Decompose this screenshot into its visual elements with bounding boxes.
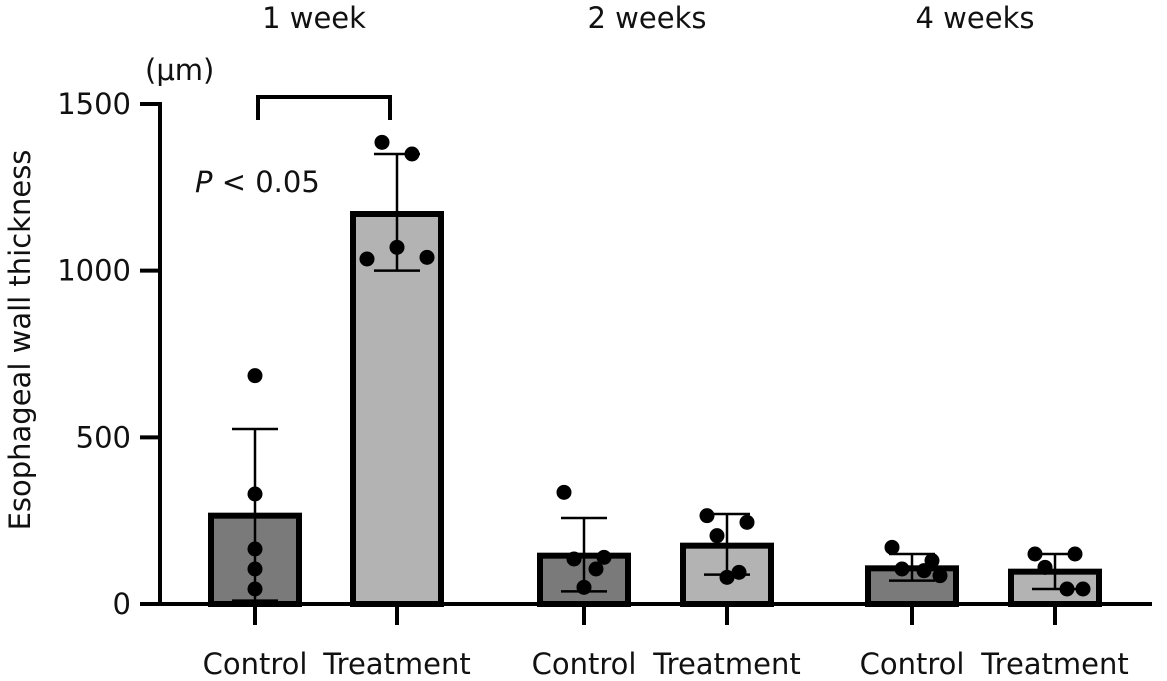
y-axis-label: Esophageal wall thickness xyxy=(3,150,37,531)
data-point-2-weeks-treatment xyxy=(699,508,715,524)
y-axis-unit: (μm) xyxy=(145,53,214,87)
significance-bracket xyxy=(256,95,392,120)
bar-4-weeks-control xyxy=(865,565,959,607)
p-threshold: < 0.05 xyxy=(213,165,320,199)
axes-layer xyxy=(140,102,1152,625)
data-point-4-weeks-treatment xyxy=(1037,559,1053,575)
data-point-2-weeks-control xyxy=(588,561,604,577)
data-point-4-weeks-control xyxy=(894,561,910,577)
data-point-2-weeks-control xyxy=(566,551,582,567)
y-tick-label-1500: 1500 xyxy=(57,87,131,121)
data-point-4-weeks-control xyxy=(916,563,932,579)
data-point-1-week-control xyxy=(247,541,263,557)
data-point-2-weeks-treatment xyxy=(719,569,735,585)
labels-layer: Control Treatment Control Treatment Control T… xyxy=(57,87,1129,681)
data-point-1-week-treatment xyxy=(404,146,420,162)
data-point-2-weeks-treatment xyxy=(739,514,755,530)
data-point-1-week-treatment xyxy=(374,134,390,150)
x-tick-label-1-week-control: Control xyxy=(203,647,308,681)
data-point-1-week-control xyxy=(247,368,263,384)
bars-layer xyxy=(208,211,1102,608)
data-point-2-weeks-control xyxy=(596,549,612,565)
x-tick-label-4-weeks-control: Control xyxy=(860,647,965,681)
data-point-2-weeks-treatment xyxy=(709,528,725,544)
data-point-1-week-control xyxy=(247,581,263,597)
p-symbol: P xyxy=(195,165,213,199)
x-tick-label-2-weeks-control: Control xyxy=(532,647,637,681)
y-tick-label-1000: 1000 xyxy=(57,254,131,288)
group-label-2-weeks: 2 weeks xyxy=(588,1,707,35)
data-point-1-week-treatment xyxy=(389,239,405,255)
group-label-4-weeks: 4 weeks xyxy=(916,1,1035,35)
data-point-1-week-treatment xyxy=(359,251,375,267)
data-point-4-weeks-control xyxy=(924,553,940,569)
y-tick-label-0: 0 xyxy=(113,587,131,621)
x-tick-label-2-weeks-treatment: Treatment xyxy=(652,647,801,681)
x-tick-label-1-week-treatment: Treatment xyxy=(322,647,471,681)
data-point-4-weeks-treatment xyxy=(1027,546,1043,562)
data-point-2-weeks-control xyxy=(576,579,592,595)
bar-1-week-treatment xyxy=(350,211,444,607)
data-point-4-weeks-control xyxy=(884,539,900,555)
group-label-1-week: 1 week xyxy=(262,1,366,35)
data-point-4-weeks-treatment xyxy=(1075,581,1091,597)
y-tick-label-500: 500 xyxy=(76,420,131,454)
data-points-layer xyxy=(247,134,1091,597)
data-point-2-weeks-control xyxy=(556,484,572,500)
data-point-4-weeks-control xyxy=(932,568,948,584)
x-tick-label-4-weeks-treatment: Treatment xyxy=(980,647,1129,681)
data-point-2-weeks-treatment xyxy=(731,564,747,580)
data-point-4-weeks-treatment xyxy=(1059,581,1075,597)
data-point-1-week-control xyxy=(247,561,263,577)
p-value-annotation: P < 0.05 xyxy=(195,165,320,199)
data-point-4-weeks-treatment xyxy=(1067,546,1083,562)
data-point-1-week-treatment xyxy=(419,249,435,265)
data-point-1-week-control xyxy=(247,486,263,502)
